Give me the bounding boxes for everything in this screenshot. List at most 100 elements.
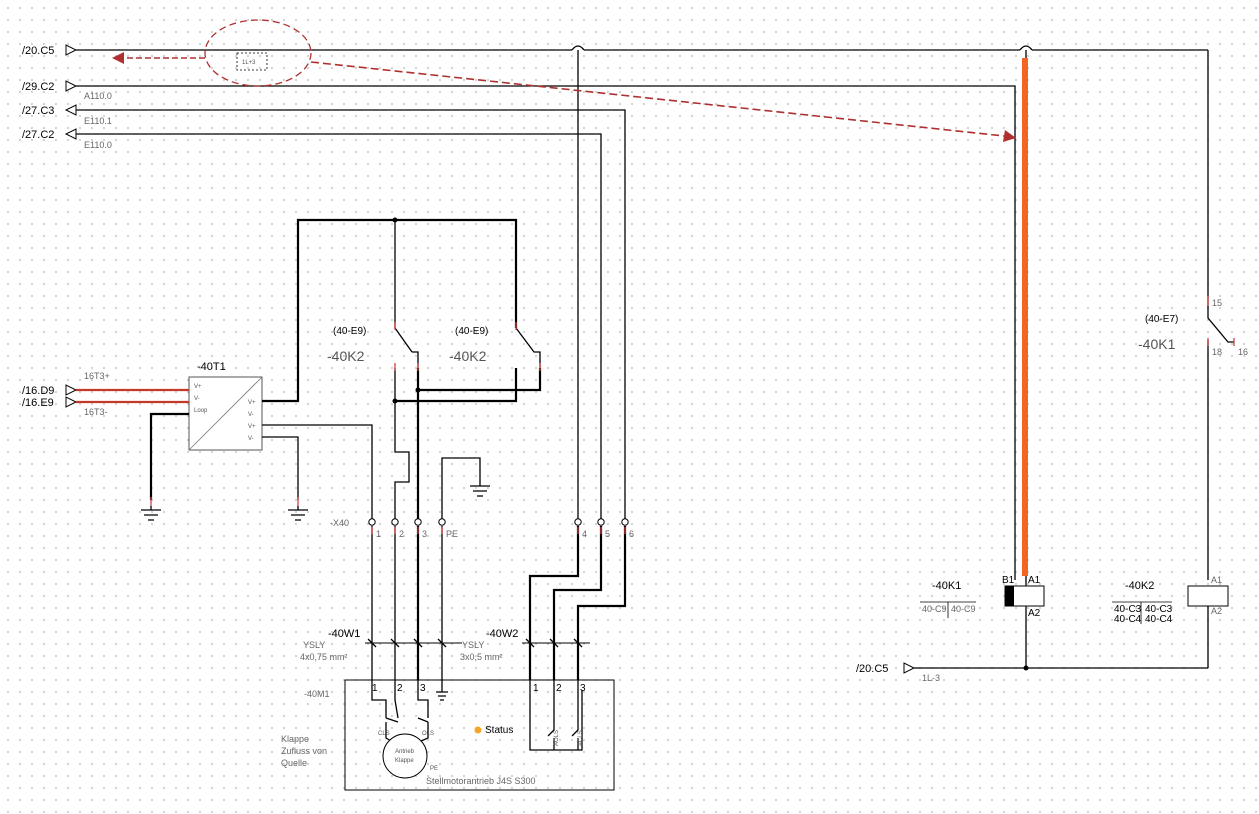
signal-t3minus: 16T3- (84, 407, 108, 417)
highlight-box-label: 1L+3 (242, 60, 256, 66)
coil-40k1-xref-1: 40-C9 (922, 604, 947, 614)
motor-label-1: Antrieb (395, 749, 415, 755)
ref-29c2[interactable]: /29.C2 (22, 80, 78, 93)
cable-40w1[interactable] (365, 638, 462, 648)
terminal-label-2: 2 (399, 529, 404, 539)
svg-text:V-: V- (248, 412, 254, 418)
wire-transducer (76, 218, 518, 522)
motor-desc-3: Quelle (281, 758, 307, 768)
motor-pin-l1: 1 (372, 683, 378, 694)
svg-text:V-: V- (194, 396, 200, 402)
ref-20c5-bottom[interactable]: /20.C5 (856, 662, 916, 675)
coil-40k2-a1: A1 (1211, 575, 1222, 585)
contact-2-tag: -40K2 (449, 348, 487, 364)
coil-40k2-xref-4: 40-C4 (1145, 614, 1173, 625)
motor-pin-r2: 2 (556, 683, 562, 694)
cable-40w2-tag: -40W2 (486, 628, 518, 640)
wire-bus-bottom (914, 665, 1208, 671)
terminal-label-4: 4 (582, 529, 587, 539)
cable-40w2-type: YSLY (462, 640, 484, 650)
ref-16e9[interactable]: /16.E9 (22, 396, 78, 409)
motor-pin-r3: 3 (580, 683, 586, 694)
svg-text:/27.C3: /27.C3 (22, 105, 54, 117)
terminal-strip-tag: -X40 (330, 518, 349, 528)
contact-pin-18: 18 (1212, 347, 1222, 357)
svg-text:V+: V+ (248, 424, 256, 430)
coil-40k2-xref-1: 40-C3 (1114, 604, 1142, 615)
svg-text:/20.C5: /20.C5 (22, 45, 54, 57)
coil-40k1-xref-2: 40-C9 (951, 604, 976, 614)
svg-text:V+: V+ (194, 384, 202, 390)
coil-40k1-tag: -40K1 (932, 580, 961, 592)
motor-label-2: Klappe (395, 758, 414, 764)
wire-bus-top (76, 45, 1209, 586)
svg-text:Loop: Loop (194, 408, 208, 414)
motor-cls-label: CLS (378, 731, 390, 737)
svg-text:/20.C5: /20.C5 (856, 663, 888, 675)
annotation-ellipse (204, 19, 312, 87)
coil-40k2[interactable] (1187, 585, 1229, 668)
motor-tag: -40M1 (304, 689, 330, 699)
motor-acls-label: ACLS (578, 730, 584, 746)
coil-40k1-a1: A1 (1028, 575, 1041, 586)
ref-20c5-top[interactable]: /20.C5 (22, 44, 78, 57)
motor-bottom-label: Stellmotorantrieb J4S S300 (426, 776, 536, 786)
terminal-label-6: 6 (629, 529, 634, 539)
signal-l1-3: 1L-3 (922, 673, 940, 683)
signal-e110-1: E110.1 (84, 116, 112, 126)
wire-relay-network (392, 217, 542, 522)
coil-40k1-a2: A2 (1028, 608, 1041, 619)
highlight-bar (1022, 58, 1028, 576)
coil-40k2-xref-2: 40-C3 (1145, 604, 1173, 615)
motor-pin-r1: 1 (533, 683, 539, 694)
motor-ols-label: OLS (422, 731, 434, 737)
contact-2-ref: (40-E9) (455, 326, 488, 337)
contact-3-tag: -40K1 (1138, 336, 1176, 352)
terminal-label-1: 1 (376, 529, 381, 539)
motor-status-label: Status (485, 725, 513, 736)
coil-40k1[interactable] (1004, 585, 1045, 668)
terminal-label-3: 3 (422, 529, 427, 539)
signal-e110-0: E110.0 (84, 140, 112, 150)
cable-40w2[interactable] (522, 638, 590, 648)
contact-pin-16: 16 (1238, 347, 1248, 357)
cable-40w1-type: YSLY (303, 640, 325, 650)
signal-t3plus: 16T3+ (84, 371, 110, 381)
signal-a110: A110.0 (84, 91, 112, 101)
transducer-tag: -40T1 (197, 361, 226, 373)
cable-40w1-spec: 4x0,75 mm² (300, 652, 348, 662)
ref-27c2[interactable]: /27.C2 (22, 128, 77, 141)
contact-40k1[interactable] (1207, 296, 1235, 580)
motor-pe-label: PE (430, 766, 438, 772)
svg-text:/16.D9: /16.D9 (22, 385, 54, 397)
annotation-arrow-right (310, 61, 1016, 142)
ref-27c3[interactable]: /27.C3 (22, 104, 77, 117)
ground-symbol-2 (288, 506, 308, 521)
annotation-arrow-left (112, 52, 205, 64)
motor-actuator-box[interactable] (344, 679, 615, 791)
motor-desc-2: Zufluss von (281, 746, 327, 756)
contact-3-ref: (40-E7) (1145, 314, 1178, 325)
ground-symbol-1 (141, 506, 161, 521)
cable-40w1-tag: -40W1 (328, 628, 360, 640)
coil-40k2-tag: -40K2 (1125, 580, 1154, 592)
contact-1-ref: (40-E9) (333, 326, 366, 337)
ground-symbol-3 (470, 472, 490, 497)
transducer-40t1[interactable]: V+ V- Loop V+ V- V+ V- (188, 376, 263, 451)
cable-40w2-spec: 3x0,5 mm² (460, 652, 503, 662)
motor-pin-l2: 2 (397, 683, 403, 694)
svg-text:V+: V+ (248, 400, 256, 406)
svg-text:/16.E9: /16.E9 (22, 397, 54, 409)
ref-16d9[interactable]: /16.D9 (22, 384, 78, 397)
svg-text:V-: V- (248, 436, 254, 442)
motor-aols-label: AOLS (554, 730, 560, 746)
highlight-box[interactable] (236, 52, 268, 71)
svg-text:/29.C2: /29.C2 (22, 81, 54, 93)
terminal-label-pe: PE (446, 529, 458, 539)
coil-40k2-a2: A2 (1211, 606, 1222, 616)
contact-pin-15: 15 (1212, 298, 1222, 308)
motor-desc-1: Klappe (281, 734, 309, 744)
coil-40k2-xref-3: 40-C4 (1114, 614, 1142, 625)
svg-text:/27.C2: /27.C2 (22, 129, 54, 141)
